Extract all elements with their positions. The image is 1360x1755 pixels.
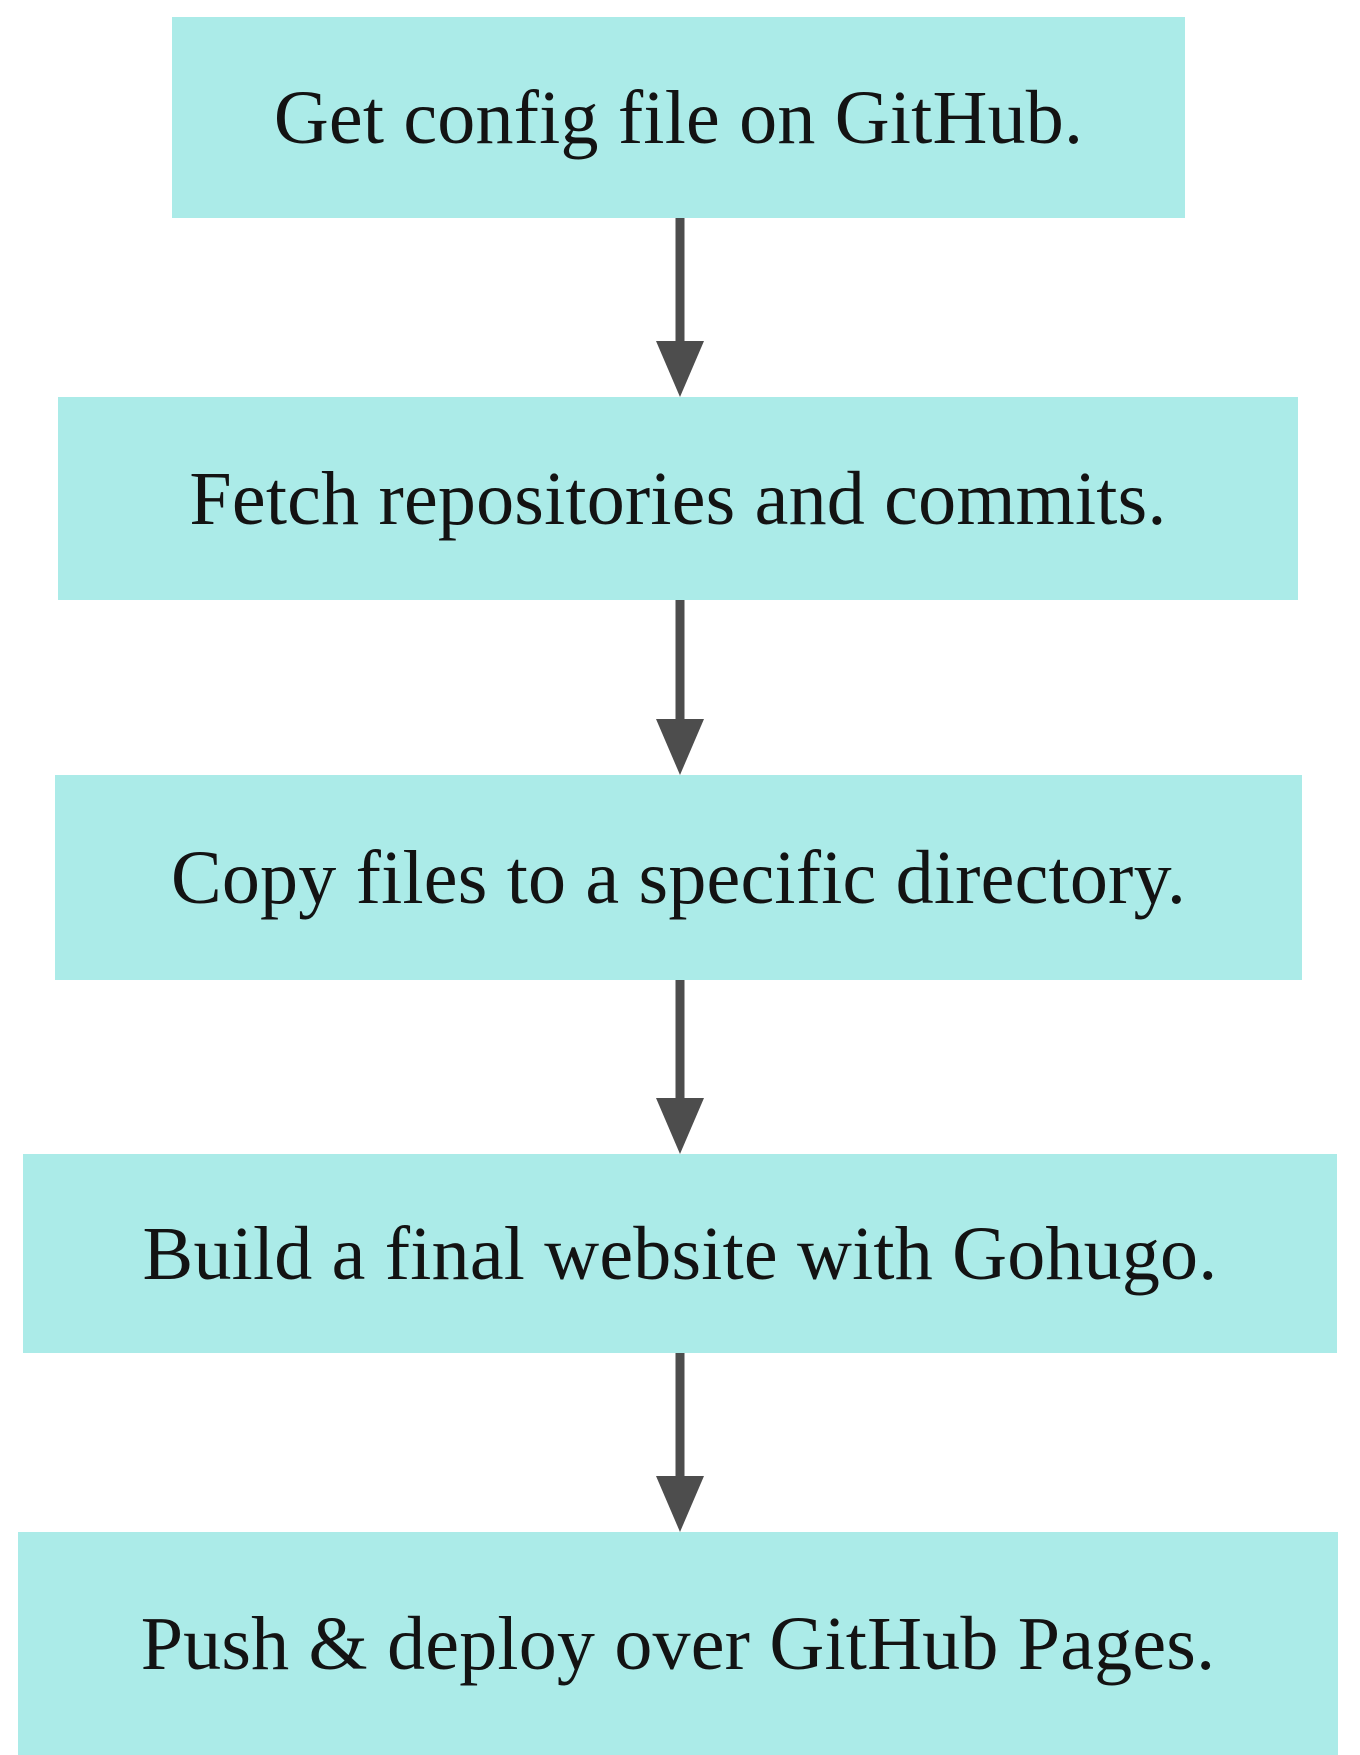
arrow-down-icon: [656, 600, 704, 775]
flow-node-push-deploy[interactable]: Push & deploy over GitHub Pages.: [18, 1532, 1338, 1755]
flow-node-label: Fetch repositories and commits.: [189, 456, 1167, 541]
flow-node-get-config-file[interactable]: Get config file on GitHub.: [172, 17, 1185, 218]
flow-node-label: Get config file on GitHub.: [273, 75, 1084, 160]
flow-node-label: Build a final website with Gohugo.: [142, 1211, 1218, 1296]
flow-arrow-n3-to-n4: [654, 980, 706, 1154]
arrow-down-icon: [656, 218, 704, 397]
flow-node-fetch-repositories[interactable]: Fetch repositories and commits.: [58, 397, 1298, 600]
arrow-down-icon: [656, 1353, 704, 1532]
flow-arrow-n2-to-n3: [654, 600, 706, 775]
arrow-down-icon: [656, 980, 704, 1154]
flow-node-build-website[interactable]: Build a final website with Gohugo.: [23, 1154, 1337, 1353]
flow-node-copy-files[interactable]: Copy files to a specific directory.: [55, 775, 1302, 980]
flow-arrow-n1-to-n2: [654, 218, 706, 397]
flow-node-label: Copy files to a specific directory.: [170, 835, 1187, 920]
flow-arrow-n4-to-n5: [654, 1353, 706, 1532]
flow-node-label: Push & deploy over GitHub Pages.: [140, 1601, 1216, 1686]
